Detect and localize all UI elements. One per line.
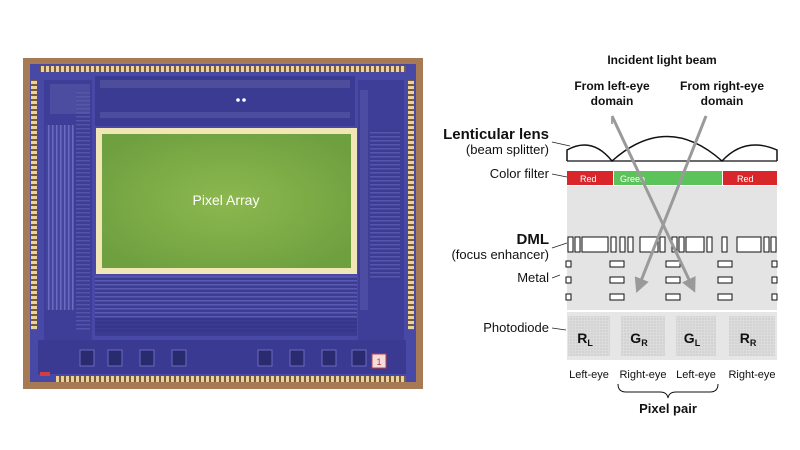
filter-red-left — [567, 171, 613, 185]
filter-label-green: Green — [620, 174, 645, 184]
photodiode-gl — [676, 316, 716, 356]
pixel-array-label: Pixel Array — [193, 192, 260, 208]
photodiode-label-gl: GL — [684, 330, 701, 348]
filter-label-red-left: Red — [580, 174, 597, 184]
pixel-pair-bracket — [617, 383, 719, 399]
bottom-pads — [79, 349, 367, 367]
pad-ring-left — [31, 80, 37, 330]
pad-ring-bottom — [56, 376, 406, 382]
beam-left-eye — [610, 115, 696, 293]
pad-ring-top — [40, 66, 406, 72]
eye-label-3: Right-eye — [728, 369, 775, 381]
filter-label-red-right: Red — [737, 174, 754, 184]
dml-label: DML — [517, 231, 550, 248]
lenticular-lens — [566, 135, 778, 163]
pad-ring-right — [408, 80, 414, 330]
pixel-pair-label: Pixel pair — [639, 401, 697, 416]
filter-red-right — [723, 171, 777, 185]
photodiode-label: Photodiode — [483, 320, 549, 335]
photodiode-label-rr: RR — [740, 330, 757, 348]
photodiode-gr — [621, 316, 665, 356]
metal-label: Metal — [517, 270, 549, 285]
pixel-array — [102, 134, 351, 268]
photodiode-label-gr: GR — [630, 330, 648, 348]
photodiode-rl — [568, 316, 610, 356]
corner-marker-label: 1 — [376, 357, 381, 367]
photodiodes: RL GR GL RR — [568, 316, 775, 356]
lens-label: Lenticular lens — [443, 126, 549, 143]
photodiode-label-rl: RL — [577, 330, 593, 348]
dml-sublabel: (focus enhancer) — [451, 247, 549, 262]
color-filters: Red Green Red — [567, 171, 777, 185]
eye-label-1: Right-eye — [619, 369, 666, 381]
metal-layer — [565, 260, 778, 301]
leader-lines — [551, 141, 571, 331]
color-filter-label: Color filter — [490, 166, 550, 181]
chip-die-photo: 1 Pixel Array — [23, 58, 423, 389]
beam-right-eye — [634, 115, 708, 293]
corner-marker — [371, 353, 387, 369]
bottom-pad-row — [38, 340, 406, 374]
lens-sublabel: (beam splitter) — [466, 142, 549, 157]
eye-label-2: Left-eye — [676, 369, 716, 381]
eye-label-0: Left-eye — [569, 369, 609, 381]
light-beams — [610, 115, 708, 293]
photodiode-rr — [729, 316, 775, 356]
diagram-title: Incident light beam — [607, 53, 716, 67]
